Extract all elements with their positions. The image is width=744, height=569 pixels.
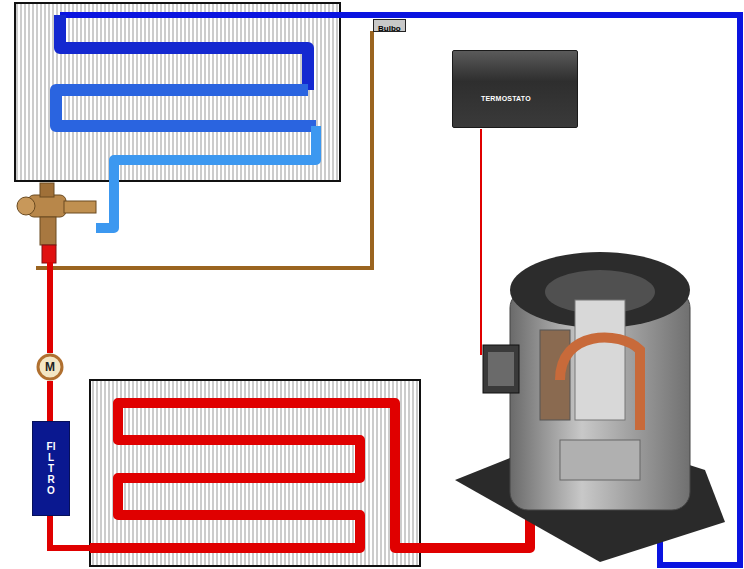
sight-glass-circle: M	[36, 353, 64, 381]
expansion-valve	[17, 183, 96, 263]
compressor	[455, 252, 725, 562]
evaporator-coil	[15, 3, 340, 181]
bulb-label: Bulbo	[373, 19, 406, 32]
evaporator-tube	[96, 126, 316, 228]
refrigerant-line	[47, 381, 53, 421]
filter-drier: FILTRO	[32, 421, 70, 516]
suction-line	[60, 15, 740, 565]
evaporator-tube	[56, 90, 316, 126]
circle-outline	[38, 355, 62, 379]
node-text: M	[45, 360, 55, 374]
node-text: TERMOSTATO	[481, 95, 531, 102]
liquid-line	[50, 516, 90, 548]
bulb-capillary	[36, 31, 372, 268]
condenser-tube	[90, 375, 530, 548]
evaporator-tube	[60, 15, 308, 90]
node-text: Bulbo	[378, 24, 401, 33]
thermostat-device: TERMOSTATO	[452, 50, 578, 128]
node-text: FILTRO	[46, 441, 56, 496]
liquid-line	[47, 262, 53, 353]
thermostat-wire	[480, 129, 482, 355]
